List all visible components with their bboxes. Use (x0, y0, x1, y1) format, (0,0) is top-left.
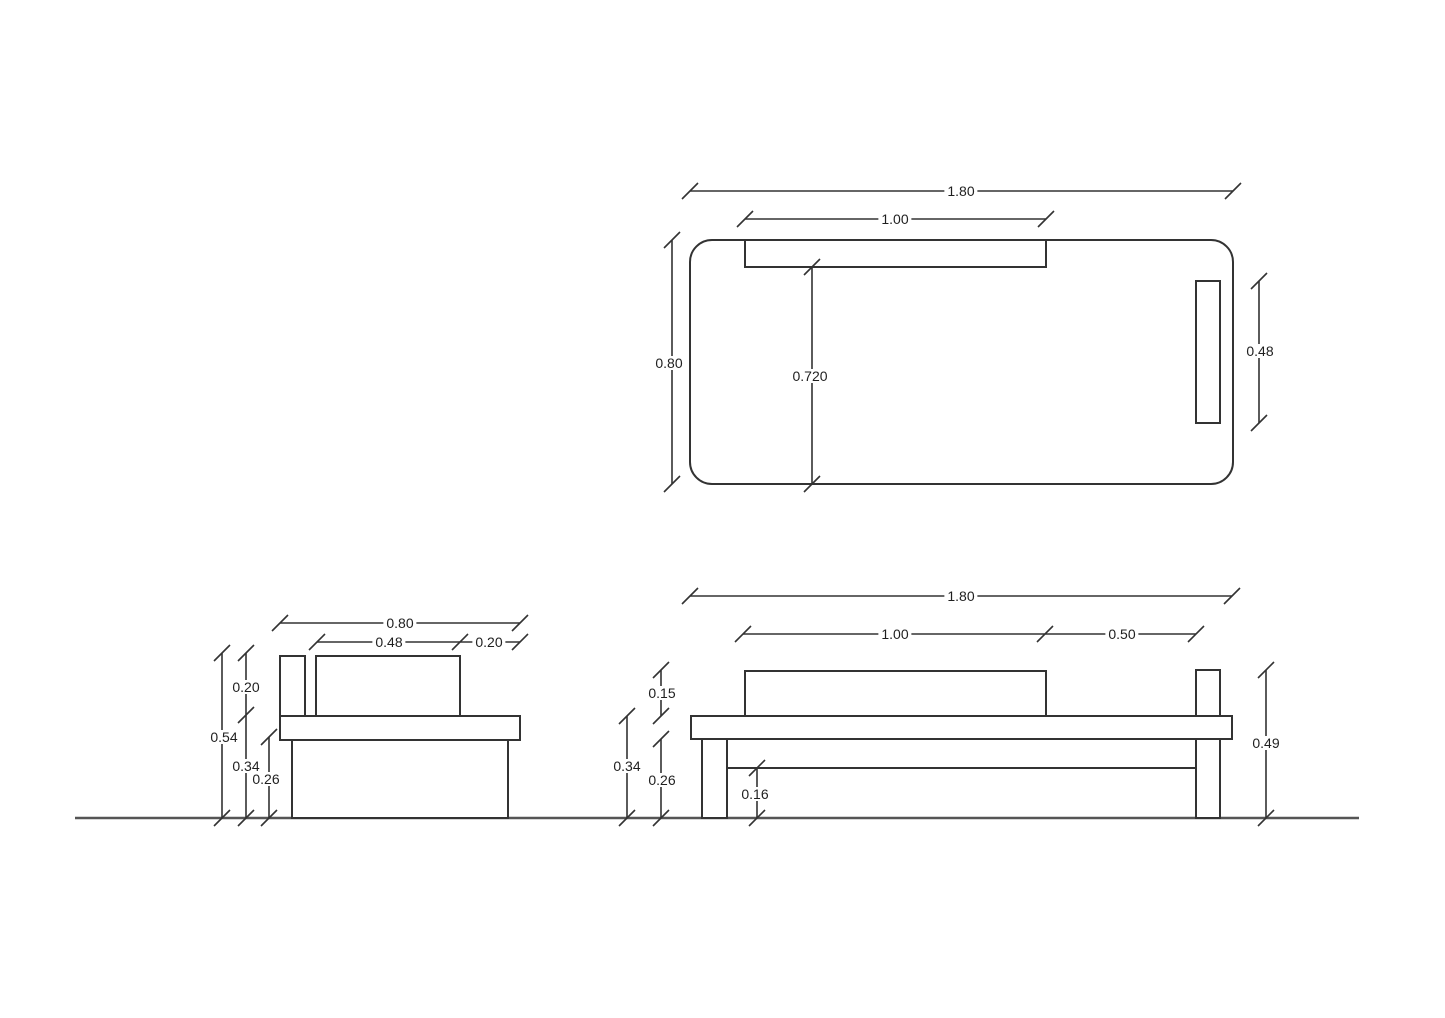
side-dim-overall-depth: 0.80 (383, 616, 417, 630)
plan-dim-seat-depth: 0.720 (789, 369, 831, 383)
side-dim-seat-height: 0.34 (229, 759, 263, 773)
plan-armrest (1195, 280, 1221, 424)
front-dim-ticks (618, 587, 1275, 827)
front-armrest-post (1195, 669, 1221, 819)
side-seat-slab (279, 715, 521, 741)
front-dim-overall-length: 1.80 (944, 589, 978, 603)
side-backrest-post (279, 655, 306, 717)
side-dim-underseat-clearance: 0.26 (249, 772, 283, 786)
front-dim-right-segment: 0.50 (1105, 627, 1139, 641)
front-seat-slab (690, 715, 1233, 740)
side-elevation-view (279, 655, 521, 819)
front-dim-armrest-height: 0.49 (1249, 736, 1283, 750)
plan-dim-ticks (663, 182, 1268, 493)
side-dim-ticks (213, 614, 529, 827)
front-elevation-view (690, 669, 1233, 819)
front-dim-rail-height: 0.16 (738, 787, 772, 801)
side-armrest-block (315, 655, 461, 717)
side-dim-overall-height: 0.54 (207, 730, 241, 744)
side-base (291, 739, 509, 819)
plan-dim-overall-length: 1.80 (944, 184, 978, 198)
front-left-leg (701, 738, 728, 819)
side-dim-armrest-depth: 0.48 (372, 635, 406, 649)
front-dim-seat-height: 0.34 (610, 759, 644, 773)
plan-dim-overall-depth: 0.80 (652, 356, 686, 370)
side-dim-backrest-above-seat: 0.20 (229, 680, 263, 694)
front-dim-underseat-clearance: 0.26 (645, 773, 679, 787)
plan-backrest (744, 239, 1047, 268)
front-backrest (744, 670, 1047, 717)
plan-view (689, 239, 1234, 485)
side-dim-rear-offset: 0.20 (472, 635, 506, 649)
plan-seat-outline (689, 239, 1234, 485)
front-dim-backrest-length: 1.00 (878, 627, 912, 641)
plan-dim-backrest-length: 1.00 (878, 212, 912, 226)
plan-dim-armrest-length: 0.48 (1243, 344, 1277, 358)
front-dim-backrest-above-seat: 0.15 (645, 686, 679, 700)
